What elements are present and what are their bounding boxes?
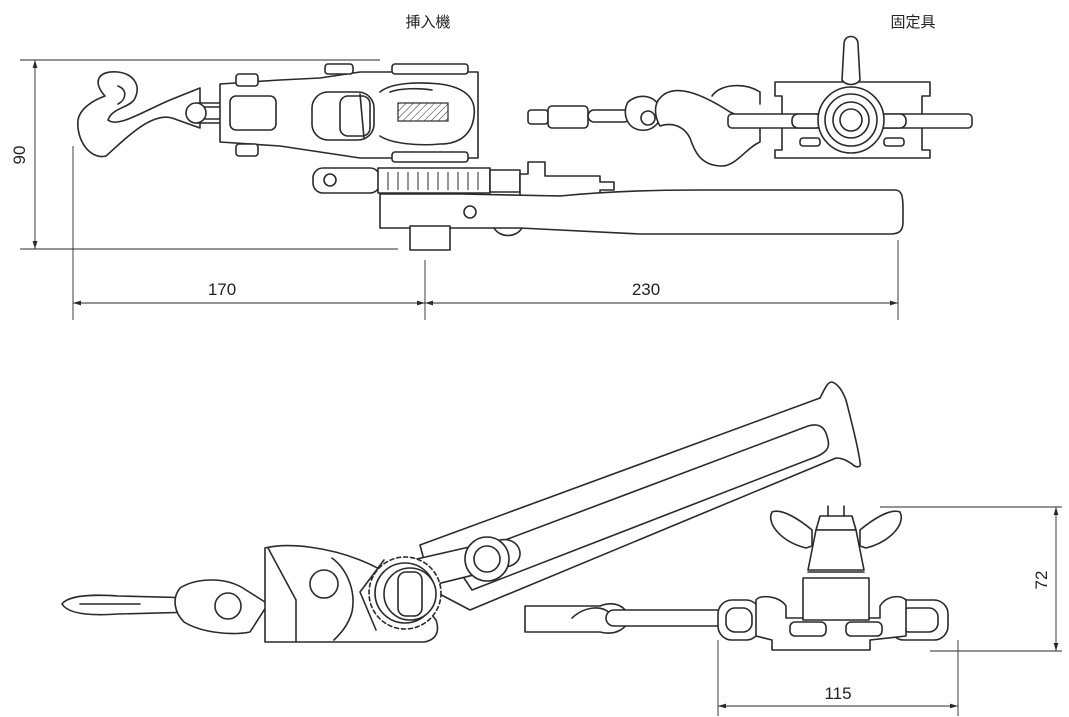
dimension-72: 72	[880, 506, 1062, 652]
side-pivot	[464, 536, 510, 582]
side-view: 72 115	[61, 381, 1062, 716]
side-wire	[605, 609, 727, 627]
dim-230-text: 230	[632, 280, 660, 299]
hatched-section	[397, 102, 449, 122]
dim-170-text: 170	[208, 280, 236, 299]
side-handle	[419, 381, 862, 611]
dim-90-text: 90	[10, 146, 29, 165]
wire-end-sleeve	[527, 109, 549, 125]
gear-hub	[312, 167, 381, 194]
fixture-label: 固定具	[890, 13, 935, 31]
wire-sleeve	[547, 105, 589, 129]
dimension-90: 90	[10, 59, 398, 250]
side-hook-pin	[214, 592, 242, 620]
dimension-170-230: 170 230	[72, 146, 899, 320]
side-wing-nut	[769, 510, 813, 549]
fixture-stud-block	[802, 577, 870, 621]
top-handle	[379, 189, 904, 235]
fixture-hook	[654, 89, 761, 167]
top-view: 挿入機 固定具	[10, 13, 973, 320]
insertion-machine-label: 挿入機	[405, 13, 450, 31]
dimension-115: 115	[717, 640, 959, 716]
gear-end-cap	[489, 169, 521, 193]
handle-shaft-end	[409, 225, 451, 251]
dim-115-text: 115	[824, 684, 851, 703]
chain-link-left	[717, 599, 761, 641]
dim-72-text: 72	[1032, 571, 1051, 590]
clevis-body	[219, 71, 479, 159]
pawl-block	[519, 161, 615, 197]
wing-nut-top	[841, 35, 861, 86]
ratchet-teeth-strip	[377, 167, 491, 194]
top-hook	[77, 71, 201, 158]
